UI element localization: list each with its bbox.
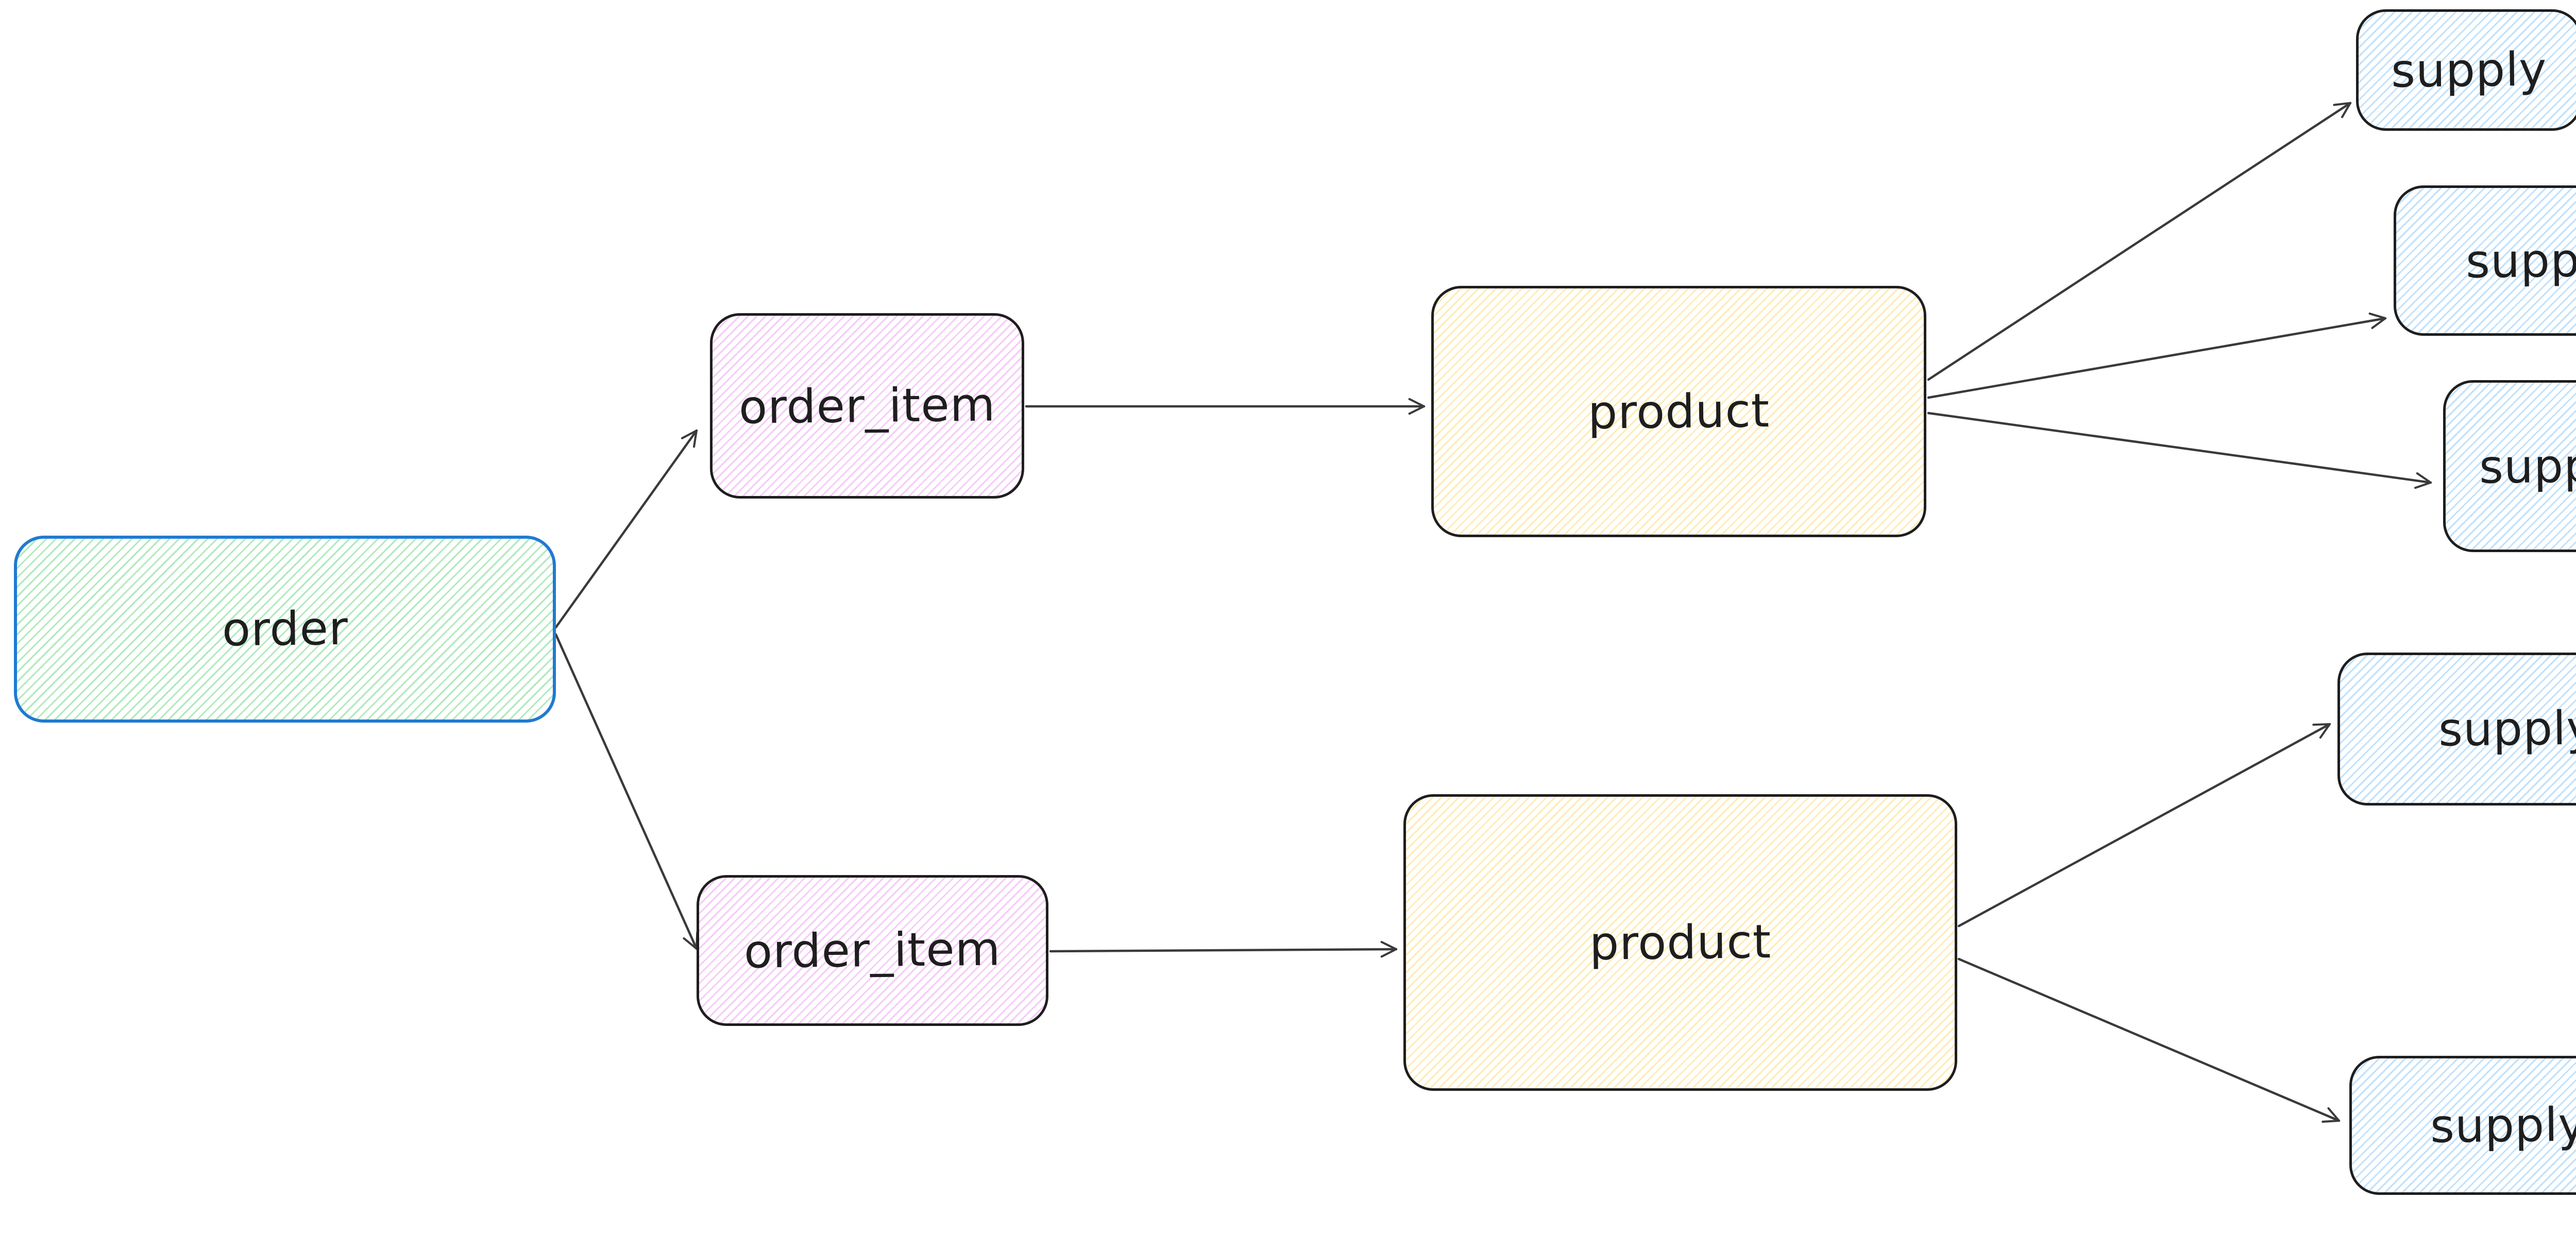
edge-order-to-order-item-bottom[interactable]	[554, 633, 699, 950]
edge-order-to-order-item-top[interactable]	[554, 429, 698, 629]
node-supply-2-label: supply	[2465, 232, 2576, 289]
node-product-bottom[interactable]: product	[1403, 794, 1957, 1091]
node-order[interactable]: order	[14, 536, 556, 723]
edge-product-bottom-to-supply-5[interactable]	[1957, 957, 2341, 1123]
node-product-bottom-label: product	[1589, 914, 1772, 971]
node-product-top[interactable]: product	[1431, 286, 1926, 537]
node-order-item-bottom[interactable]: order_item	[697, 875, 1048, 1026]
node-order-label: order	[221, 601, 349, 657]
node-supply-4[interactable]: supply	[2337, 653, 2576, 806]
node-product-top-label: product	[1587, 383, 1770, 440]
edge-product-top-to-supply-2[interactable]	[1927, 312, 2387, 399]
node-order-item-bottom-label: order_item	[743, 922, 1002, 979]
edge-product-bottom-to-supply-4[interactable]	[1957, 723, 2331, 928]
node-supply-1-label: supply	[2391, 42, 2548, 98]
edge-order-item-bottom-to-product-bottom[interactable]	[1049, 940, 1398, 958]
node-supply-1[interactable]: supply	[2356, 9, 2576, 131]
node-supply-3-label: supply	[2479, 438, 2576, 494]
edge-product-top-to-supply-3[interactable]	[1927, 412, 2432, 489]
node-order-item-top[interactable]: order_item	[710, 313, 1024, 499]
node-supply-4-label: supply	[2438, 701, 2576, 757]
node-supply-5[interactable]: supply	[2349, 1056, 2576, 1195]
node-supply-3[interactable]: supply	[2443, 380, 2576, 552]
node-supply-2[interactable]: supply	[2394, 185, 2576, 336]
edge-product-top-to-supply-1[interactable]	[1927, 101, 2352, 381]
node-supply-5-label: supply	[2430, 1097, 2576, 1154]
node-order-item-top-label: order_item	[738, 377, 996, 435]
